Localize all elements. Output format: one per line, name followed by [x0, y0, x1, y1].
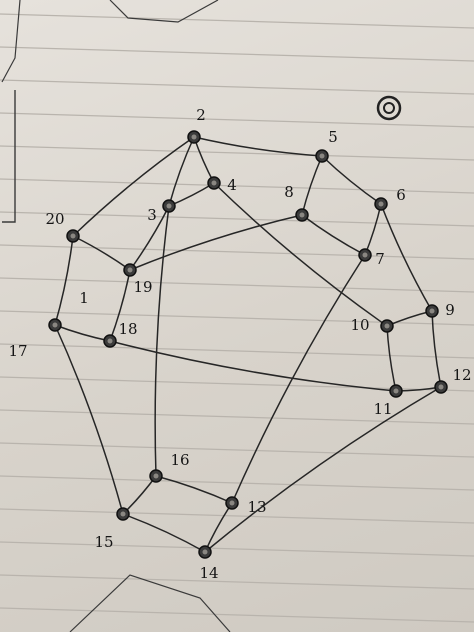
graph-node-center — [378, 201, 384, 207]
node-label-18: 18 — [118, 320, 137, 338]
graph-edge — [321, 155, 382, 205]
node-label-3: 3 — [147, 206, 157, 224]
graph-edge — [72, 235, 131, 271]
previous-drawing-fragment — [109, 0, 219, 23]
ruled-line — [0, 145, 474, 161]
next-drawing-fragment — [69, 574, 231, 632]
graph-node-center — [127, 267, 133, 273]
node-label-2: 2 — [196, 106, 206, 124]
graph-edge — [109, 269, 131, 342]
graph-edge — [431, 310, 442, 388]
node-label-20: 20 — [45, 210, 64, 228]
graph-edge — [301, 155, 323, 216]
corner-doodle — [376, 95, 402, 121]
graph-node-center — [191, 134, 197, 140]
doodle-scribble — [376, 95, 402, 121]
ruled-line — [0, 409, 474, 425]
graph-edge — [380, 203, 433, 312]
ruled-line — [0, 343, 474, 359]
graph-edge — [193, 136, 215, 184]
node-label-11: 11 — [373, 400, 392, 418]
graph-edge — [129, 214, 303, 271]
graph-edge — [109, 340, 397, 392]
ruled-line — [0, 178, 474, 194]
graph-edge — [364, 203, 382, 256]
node-label-7: 7 — [375, 250, 385, 268]
node-label-8: 8 — [284, 183, 294, 201]
ruled-line — [0, 46, 474, 62]
node-label-12: 12 — [452, 366, 471, 384]
graph-edge — [204, 386, 442, 553]
node-label-13: 13 — [247, 498, 266, 516]
graph-node-center — [52, 322, 58, 328]
ruled-line — [0, 211, 474, 227]
ruled-line — [0, 475, 474, 491]
ruled-line — [0, 13, 474, 29]
graph-node-center — [384, 323, 390, 329]
ruled-line — [0, 277, 474, 293]
ruled-line — [0, 607, 474, 623]
node-label-14: 14 — [199, 564, 218, 582]
margin-line — [1, 0, 21, 83]
graph-node-center — [166, 203, 172, 209]
ruled-line — [0, 541, 474, 557]
margin-line — [2, 90, 16, 223]
ruled-line — [0, 79, 474, 95]
node-label-5: 5 — [328, 128, 338, 146]
graph-edge — [54, 324, 111, 342]
graph-node-center — [319, 153, 325, 159]
node-label-19: 19 — [133, 278, 152, 296]
node-label-15: 15 — [94, 533, 113, 551]
graph-node-center — [70, 233, 76, 239]
node-label-6: 6 — [396, 186, 406, 204]
graph-edge — [386, 325, 397, 392]
graph-node-center — [211, 180, 217, 186]
ruled-line — [0, 310, 474, 326]
graph-edge — [129, 205, 170, 271]
node-label-16: 16 — [170, 451, 189, 469]
graph-edge — [122, 513, 206, 553]
node-label-4: 4 — [227, 176, 237, 194]
graph-nodes — [48, 130, 448, 559]
graph-node-center — [229, 500, 235, 506]
graph-edge — [54, 324, 124, 515]
graph-node-center — [393, 388, 399, 394]
ruled-line — [0, 244, 474, 260]
ruled-line — [0, 112, 474, 128]
graph-node-center — [299, 212, 305, 218]
ruled-line — [0, 508, 474, 524]
node-label-9: 9 — [445, 301, 455, 319]
node-label-10: 10 — [350, 316, 369, 334]
graph-node-center — [107, 338, 113, 344]
graph-edge — [193, 136, 323, 157]
graph-edge — [168, 182, 215, 207]
graph-edge — [213, 182, 388, 327]
graph-edge — [231, 254, 366, 504]
ruled-lines — [0, 13, 474, 623]
graph-node-center — [438, 384, 444, 390]
node-label-1: 1 — [79, 289, 89, 307]
graph-node-center — [120, 511, 126, 517]
graph-node-center — [429, 308, 435, 314]
graph-edge — [204, 502, 233, 553]
graph-edge — [155, 475, 233, 504]
page-margin-marks — [1, 0, 231, 632]
graph-edge — [72, 136, 195, 237]
graph-edge — [154, 205, 170, 477]
graph-node-center — [153, 473, 159, 479]
ruled-line — [0, 442, 474, 458]
graph-edge — [301, 214, 366, 256]
node-label-17: 17 — [8, 342, 27, 360]
doodle-scribble — [383, 102, 395, 114]
graph-node-center — [202, 549, 208, 555]
graph-edge — [168, 136, 195, 207]
ruled-line — [0, 376, 474, 392]
graph-node-center — [362, 252, 368, 258]
ruled-line — [0, 574, 474, 590]
graph-edge — [122, 475, 157, 515]
graph-edge — [54, 235, 74, 326]
